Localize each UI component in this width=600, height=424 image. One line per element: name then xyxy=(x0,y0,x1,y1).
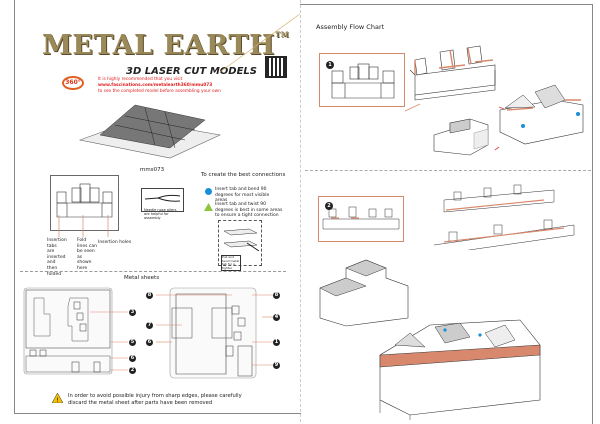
metal-sheets-title: Metal sheets xyxy=(124,275,160,281)
360-view-badge: 360° xyxy=(62,76,84,90)
step-1-box: 1 xyxy=(319,53,405,107)
step-1-number: 1 xyxy=(326,61,334,69)
connections-title: To create the best connections xyxy=(201,172,286,178)
step-2-diagram xyxy=(322,206,400,230)
page-gutter xyxy=(300,0,301,422)
twist-diagram: Pull and bend metal tab for a tighter xyxy=(218,220,262,272)
left-sheet-callout-lines xyxy=(90,311,128,371)
twist-illustration xyxy=(223,228,260,252)
callout-5: 5 xyxy=(129,339,136,346)
tagline: 3D LASER CUT MODELS xyxy=(126,66,257,77)
fold-diagram xyxy=(50,175,119,237)
metal-earth-logo: METAL EARTHTM xyxy=(42,30,289,61)
callout-2: 2 xyxy=(129,367,136,374)
step-1-result xyxy=(433,118,489,156)
green-triangle-icon xyxy=(204,203,213,211)
pliers-icon xyxy=(144,194,181,202)
callout-7: 7 xyxy=(146,322,153,329)
metal-sheet-2 xyxy=(169,287,257,379)
connection-item-2: Insert tab and twist 90 degrees is best … xyxy=(215,202,283,219)
callout-8-left: 8 xyxy=(146,292,153,299)
warning-icon: ! xyxy=(52,393,63,403)
step-2-partial-model xyxy=(319,259,409,327)
left-page-frame xyxy=(14,0,301,414)
divider xyxy=(20,271,286,272)
model-image xyxy=(78,104,221,159)
callout-6: 6 xyxy=(129,355,136,362)
label-insertion-holes: Insertion holes xyxy=(98,240,132,245)
callout-3: 3 xyxy=(129,309,136,316)
pliers-caption: Needle nose pliers are helpful for assem… xyxy=(144,208,177,220)
model-code: mms073 xyxy=(140,167,165,173)
callout-8-right: 8 xyxy=(273,292,280,299)
callout-4: 4 xyxy=(273,314,280,321)
callout-1: 1 xyxy=(273,339,280,346)
step-divider xyxy=(305,170,591,171)
step-2-box: 2 xyxy=(318,196,404,242)
flow-chart-title: Assembly Flow Chart xyxy=(316,23,385,31)
qr-code[interactable] xyxy=(265,56,287,78)
promo-text: It is highly recommended that you visit … xyxy=(98,77,221,94)
step-2-final-model xyxy=(379,319,541,420)
step-2-strip-drawings xyxy=(433,184,575,250)
step-1-assembly-drawings xyxy=(405,45,584,151)
callout-6-right: 6 xyxy=(146,339,153,346)
step-2-number: 2 xyxy=(325,202,333,210)
blue-circle-icon xyxy=(205,188,212,195)
metal-sheet-1 xyxy=(23,287,113,375)
step-1-diagram xyxy=(331,63,395,99)
twist-caption: Pull and bend metal tab for a tighter xyxy=(221,255,241,272)
promo-link[interactable]: www.fascinations.com/metalearth360/mmu07… xyxy=(98,83,213,88)
right-sheet-callout-lines xyxy=(156,294,274,366)
callout-9: 9 xyxy=(273,362,280,369)
svg-text:!: ! xyxy=(56,397,58,403)
right-page-frame xyxy=(300,4,593,424)
label-fold-lines: Fold lines can be seen as shown here xyxy=(77,238,97,271)
warning-text: In order to avoid possible injury from s… xyxy=(68,393,242,406)
decor-line xyxy=(220,14,300,73)
label-insertion-tabs: Insertion tabs are inserted and then fol… xyxy=(47,238,67,277)
pliers-box: Needle nose pliers are helpful for assem… xyxy=(141,188,184,220)
connection-item-1: Insert tab and bend 90 degrees for most … xyxy=(215,187,270,204)
